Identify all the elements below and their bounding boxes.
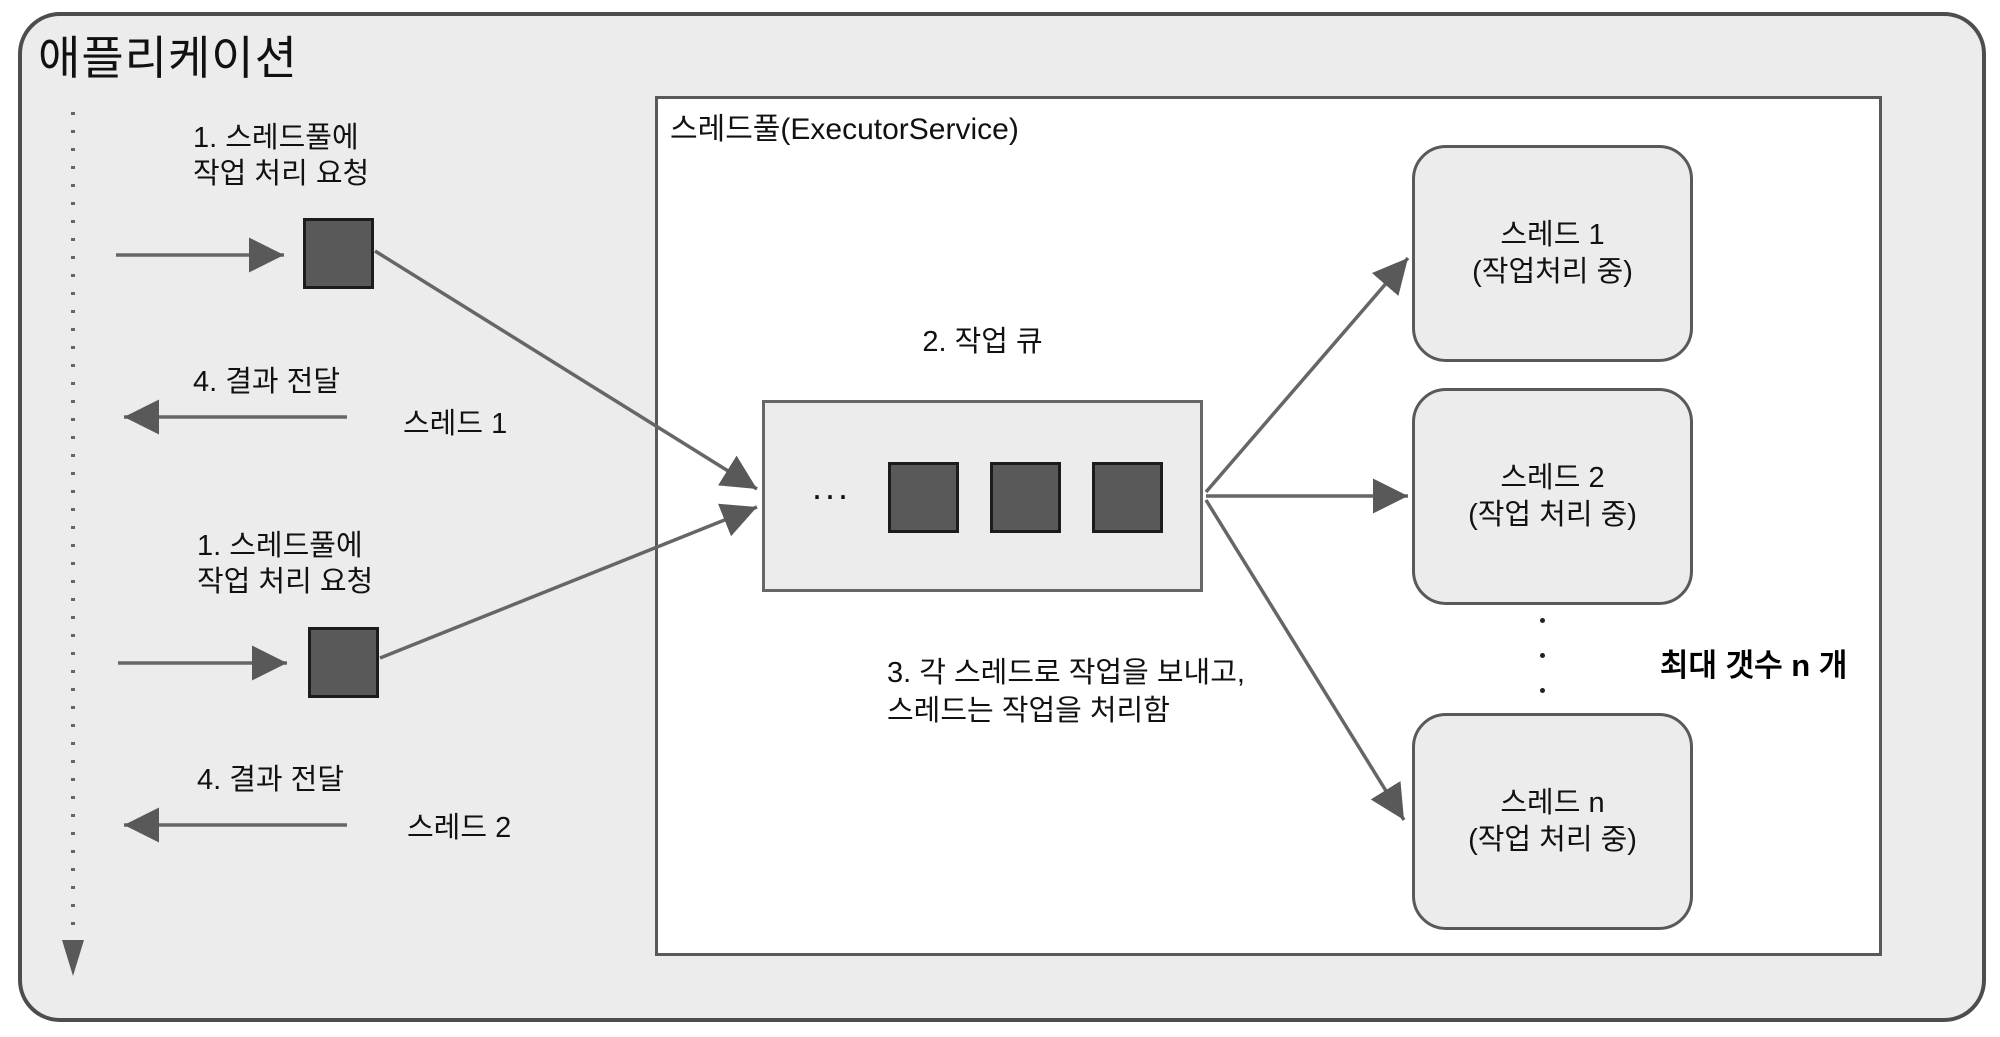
step3-note: 3. 각 스레드로 작업을 보내고, 스레드는 작업을 처리함 <box>887 654 1245 730</box>
queued-task-square <box>990 462 1061 533</box>
thread-1-name: 스레드 1 <box>1500 218 1605 251</box>
request2-step1-line1: 1. 스레드풀에 <box>197 530 363 562</box>
submitted-task-square-1 <box>303 218 374 289</box>
queue-ellipsis: ... <box>812 466 852 507</box>
max-thread-count-label: 최대 갯수 n 개 <box>1660 648 1848 683</box>
request1-step1-line2: 작업 처리 요청 <box>193 158 370 190</box>
thread-n-status: (작업 처리 중) <box>1468 823 1637 856</box>
request1-result-thread-label: 스레드 1 <box>403 408 508 440</box>
request1-step1-line1: 1. 스레드풀에 <box>193 122 359 154</box>
thread-2-status: (작업 처리 중) <box>1468 498 1637 531</box>
request2-step1-line2: 작업 처리 요청 <box>197 566 374 598</box>
request2-step4-label: 4. 결과 전달 <box>197 764 345 796</box>
queued-task-square <box>1092 462 1163 533</box>
thread-1-status: (작업처리 중) <box>1472 255 1633 288</box>
ellipsis-dot <box>1540 653 1545 658</box>
request1-step4-label: 4. 결과 전달 <box>193 366 341 398</box>
request2-result-thread-label: 스레드 2 <box>407 812 512 844</box>
step3-note-line2: 스레드는 작업을 처리함 <box>887 695 1170 727</box>
thread-box-1: 스레드 1 (작업처리 중) <box>1412 145 1693 362</box>
thread-box-2: 스레드 2 (작업 처리 중) <box>1412 388 1693 605</box>
request1-step1-label: 1. 스레드풀에 작업 처리 요청 <box>193 120 369 192</box>
ellipsis-dot <box>1540 688 1545 693</box>
task-queue-label: 2. 작업 큐 <box>922 326 1043 358</box>
submitted-task-square-2 <box>308 627 379 698</box>
thread-box-n: 스레드 n (작업 처리 중) <box>1412 713 1693 930</box>
thread-ellipsis-dots <box>1540 618 1545 693</box>
step3-note-line1: 3. 각 스레드로 작업을 보내고, <box>887 657 1245 689</box>
thread-n-name: 스레드 n <box>1500 786 1605 819</box>
thread-2-name: 스레드 2 <box>1500 461 1605 494</box>
request2-step1-label: 1. 스레드풀에 작업 처리 요청 <box>197 528 373 600</box>
application-title: 애플리케이션 <box>38 32 298 84</box>
ellipsis-dot <box>1540 618 1545 623</box>
thread-pool-title: 스레드풀(ExecutorService) <box>670 113 1019 146</box>
queued-task-square <box>888 462 959 533</box>
